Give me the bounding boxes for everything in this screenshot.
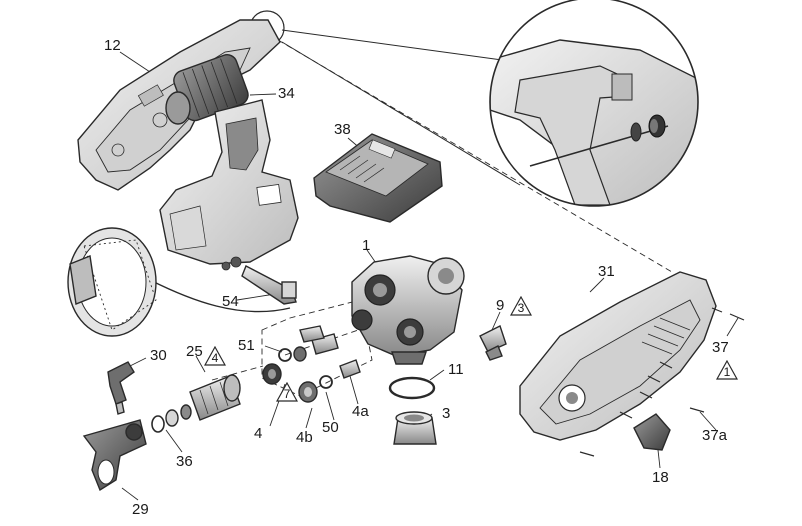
label-part-37a: 37a [702, 427, 728, 444]
label-part-1: 1 [362, 237, 371, 254]
part-9-valve [479, 325, 507, 361]
warning-triangle-7: 7 [276, 382, 298, 402]
label-part-4: 4 [254, 425, 263, 442]
warning-triangle-4: 4 [204, 346, 226, 366]
label-part-38: 38 [334, 121, 351, 138]
label-part-51: 51 [238, 337, 255, 354]
label-part-34: 34 [278, 85, 295, 102]
label-part-4a: 4a [352, 403, 369, 420]
part-31-housing-shell [519, 271, 717, 441]
warning-number-7: 7 [283, 387, 291, 401]
label-part-30: 30 [150, 347, 167, 364]
warning-number-3: 3 [517, 301, 525, 315]
part-18-cap [633, 413, 671, 451]
part-25-filter-housing [189, 374, 241, 421]
label-part-18: 18 [652, 469, 669, 486]
coiled-reel [67, 227, 157, 337]
pump-gear [427, 257, 465, 295]
part-36-washers [151, 404, 192, 433]
detail-magnifier [249, 0, 699, 207]
label-part-3: 3 [442, 405, 451, 422]
warning-triangle-1: 1 [716, 360, 738, 380]
part-34-motor [165, 54, 249, 125]
label-part-54: 54 [222, 293, 239, 310]
small-fittings [262, 325, 361, 403]
label-part-29: 29 [132, 501, 149, 518]
part-3-nut [393, 411, 437, 445]
label-part-4b: 4b [296, 429, 313, 446]
label-part-11: 11 [448, 361, 464, 378]
label-part-31: 31 [598, 263, 615, 280]
part-38-battery [313, 133, 443, 223]
label-part-9: 9 [496, 297, 505, 314]
warning-triangle-3: 3 [510, 296, 532, 316]
screws [579, 307, 745, 457]
part-11-o-ring [388, 376, 436, 400]
label-part-37: 37 [712, 339, 729, 356]
label-part-12: 12 [104, 37, 121, 54]
label-part-50: 50 [322, 419, 339, 436]
warning-number-4: 4 [211, 351, 219, 365]
label-part-25: 25 [186, 343, 203, 360]
part-30-spray-tip [107, 361, 135, 415]
part-54-cable [149, 265, 297, 313]
label-part-36: 36 [176, 453, 193, 470]
warning-number-1: 1 [723, 365, 731, 379]
part-29-guard [82, 419, 147, 492]
part-1-pump-manifold [351, 255, 465, 365]
handle-battery-base [159, 99, 299, 271]
